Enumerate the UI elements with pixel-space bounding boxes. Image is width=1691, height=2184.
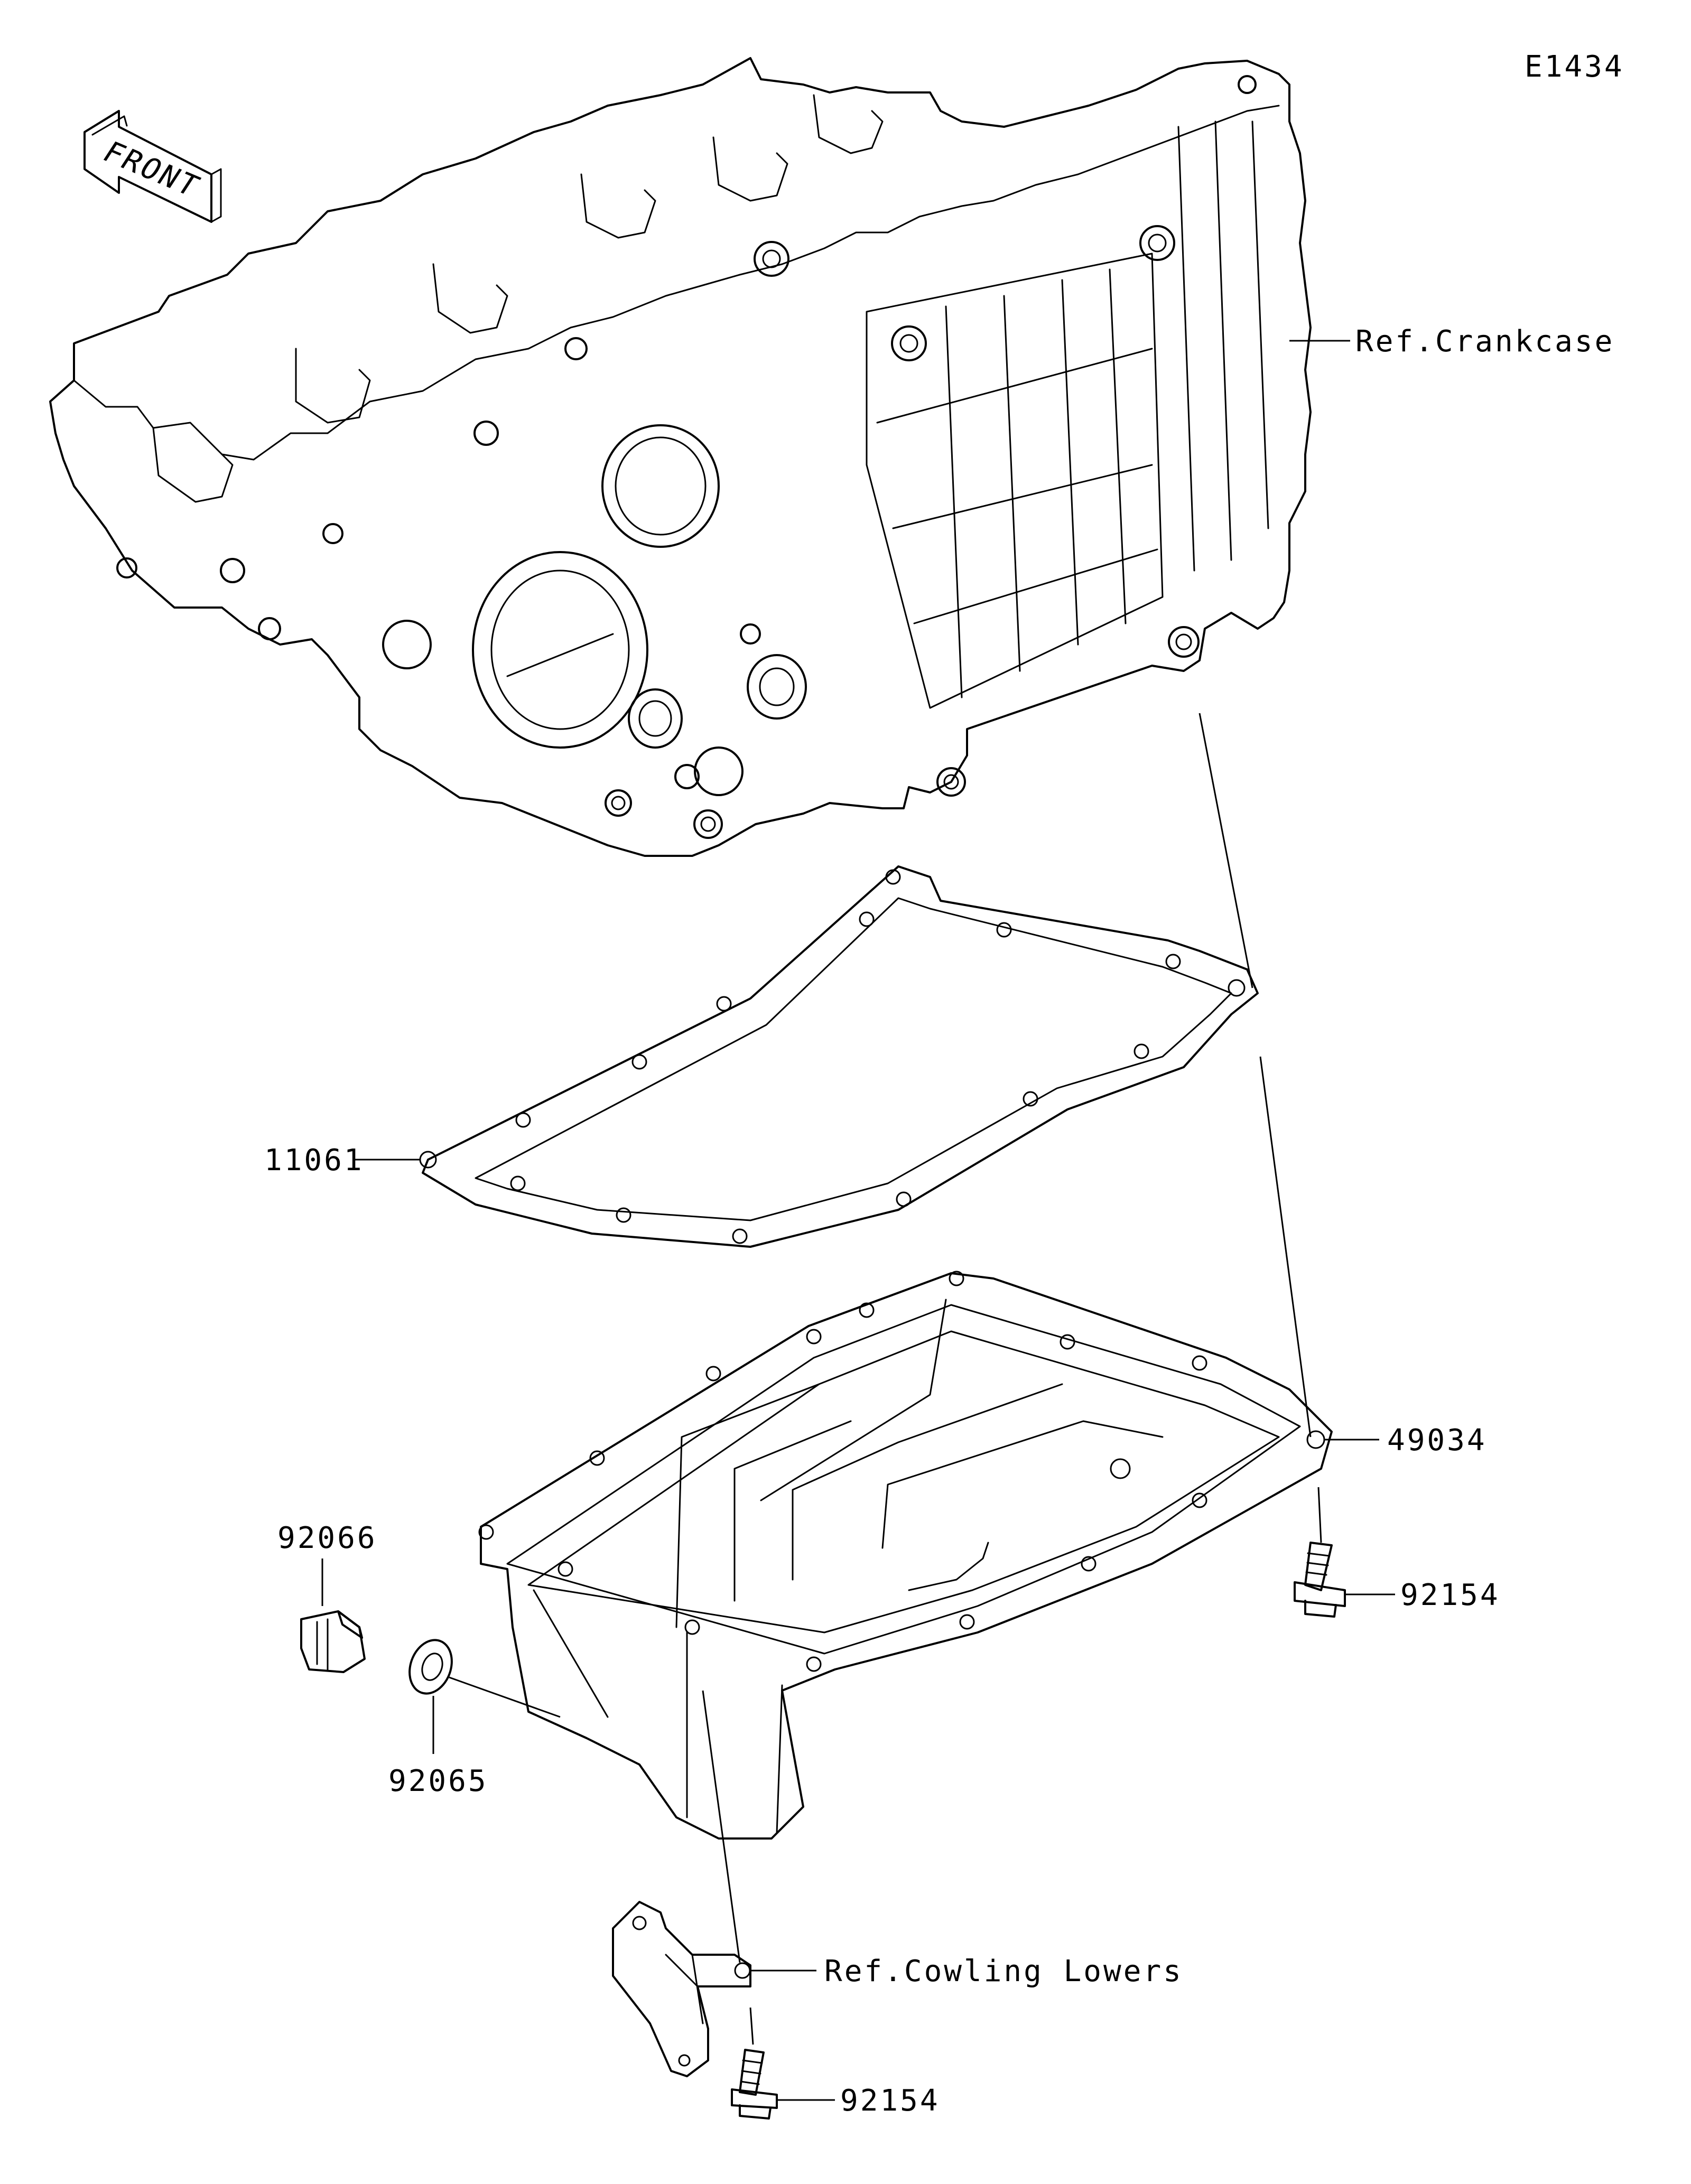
alignment-line-pan-bolt [1317,1487,1322,1543]
oil-pan-part-number: 49034 [1387,1423,1487,1458]
oil-pan-bolt-holes [478,1271,1325,1672]
bracket-bolt-icon [731,2007,778,2120]
oil-pan-illustration [478,1271,1333,1840]
gasket-illustration [419,865,1259,1248]
alignment-line-crankcase-gasket [1198,713,1253,988]
diagram-code: E1434 [1525,50,1624,84]
alignment-line-pan-bracket [702,1690,741,1963]
bracket-bolt-part-number: 92154 [840,2084,940,2118]
cowling-bracket-illustration [612,1901,751,2077]
pan-bolt-part-number: 92154 [1400,1578,1500,1612]
drain-washer-part-number: 92065 [388,1764,488,1798]
gasket-part-number: 11061 [264,1143,364,1178]
drain-washer-icon [408,1639,453,1695]
cowling-reference-label: Ref.Cowling Lowers [824,1954,1183,1989]
alignment-line-gasket-pan [1259,1056,1312,1438]
front-arrow-icon: FRONT [83,110,222,223]
pan-bolt-icon [1294,1542,1346,1618]
drain-plug-icon [300,1610,366,1673]
crankcase-illustration [49,57,1312,857]
gasket-bolt-holes [419,869,1246,1244]
crankcase-reference-label: Ref.Crankcase [1355,324,1614,359]
drain-plug-part-number: 92066 [277,1521,377,1555]
drain-washer-leader-line [432,1676,561,1754]
